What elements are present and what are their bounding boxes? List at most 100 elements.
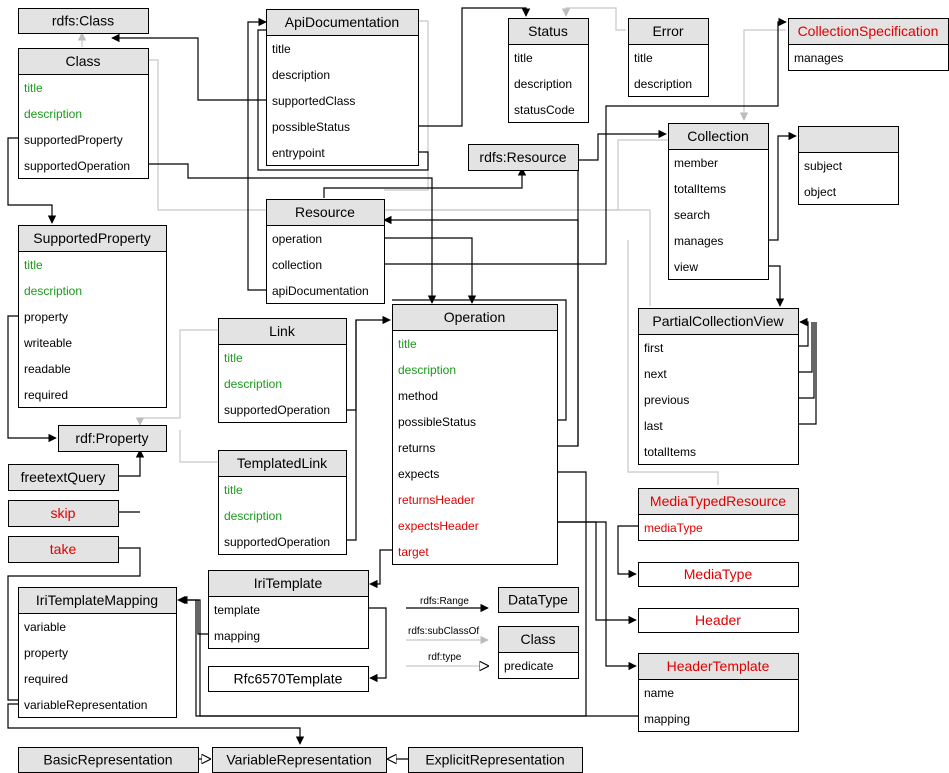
box-property: object: [804, 185, 837, 199]
box-property: property: [24, 646, 68, 660]
box-title: Collection: [687, 128, 748, 144]
box-property: returnsHeader: [398, 493, 475, 507]
box-property: entrypoint: [272, 146, 325, 160]
box-title: Rfc6570Template: [234, 671, 343, 687]
box-header: [18, 8, 149, 34]
box-property: description: [224, 377, 282, 391]
box-header: [668, 123, 769, 150]
box-header: [638, 653, 799, 680]
box-title: rdf:Property: [75, 430, 148, 446]
box-class: ClasstitledescriptionsupportedPropertysu…: [18, 48, 149, 179]
box-frame: [392, 304, 558, 565]
box-property: description: [514, 77, 572, 91]
box-property: title: [398, 337, 417, 351]
box-property: operation: [272, 232, 322, 246]
box-header: [628, 18, 709, 45]
box-header: [8, 536, 119, 563]
box-property: writeable: [23, 336, 72, 350]
box-rdfs-resource: rdfs:Resource: [468, 144, 579, 171]
edge-class-supportedproperty: [7, 137, 57, 224]
edge-headertemplate-mapping: [195, 600, 638, 717]
edge-pcv-previous: [798, 322, 815, 399]
box-property: member: [674, 156, 718, 170]
edge-resource-rdfsresource: [323, 167, 527, 198]
box-property: apiDocumentation: [272, 284, 369, 298]
edge-apidoc-possiblestatus: [418, 7, 531, 127]
box-explicitrep: ExplicitRepresentation: [408, 747, 583, 773]
box-property: required: [24, 388, 68, 402]
box-title: Operation: [444, 309, 505, 325]
box-title: ApiDocumentation: [285, 14, 399, 30]
edge-iritemplate-mapping: [179, 595, 208, 635]
edge-mtr-mediatype: [617, 525, 638, 579]
box-supprop: SupportedPropertytitledescriptionpropert…: [18, 225, 167, 408]
edge-status-error: [561, 7, 626, 31]
edge-apidoc-supportedclass: [111, 33, 266, 101]
edge-apidoc-to-resource: [384, 20, 429, 191]
box-title: rdfs:Class: [52, 13, 114, 29]
box-property: returns: [398, 441, 435, 455]
box-title: rdfs:Resource: [479, 149, 566, 165]
box-header: [212, 747, 387, 773]
box-datatype: DataType: [498, 587, 579, 613]
box-header: [18, 48, 149, 75]
box-property: title: [514, 51, 533, 65]
box-property: title: [224, 351, 243, 365]
box-title: HeaderTemplate: [667, 658, 770, 674]
box-property: title: [272, 42, 291, 56]
box-title: BasicRepresentation: [43, 752, 172, 768]
box-property: search: [674, 208, 710, 222]
box-property: title: [224, 483, 243, 497]
box-title: Status: [528, 23, 568, 39]
edge-tlink-link: [179, 430, 218, 463]
edge-link-supportedoperation: [346, 315, 391, 411]
box-title: skip: [51, 505, 76, 521]
box-skip: skip: [8, 500, 119, 527]
box-property: last: [644, 419, 663, 433]
box-property: title: [634, 51, 653, 65]
box-property: title: [24, 81, 43, 95]
box-mediatype: MediaType: [638, 562, 799, 587]
box-property: name: [644, 686, 674, 700]
box-title: take: [50, 541, 77, 557]
box-property: view: [674, 260, 698, 274]
edge-resource-pcv-gray: [384, 209, 651, 306]
box-header: [208, 570, 369, 597]
edge-pcv-next: [798, 322, 813, 373]
box-property: description: [398, 363, 456, 377]
edge-pcv-first: [798, 317, 809, 347]
edge-collection-manages: [768, 131, 797, 241]
box-property: previous: [644, 393, 689, 407]
box-freetext: freetextQuery: [8, 464, 119, 491]
box-title: VariableRepresentation: [226, 752, 371, 768]
legend-subclass-label: rdfs:subClassOf: [408, 626, 479, 637]
box-header: [18, 747, 199, 773]
box-property: mapping: [214, 629, 260, 643]
box-title: Error: [652, 23, 683, 39]
box-header: [788, 18, 949, 45]
box-title: freetextQuery: [21, 469, 106, 485]
box-property: supportedOperation: [224, 535, 330, 549]
edge-resource-operation: [384, 237, 477, 304]
box-property: variable: [24, 620, 66, 634]
box-itm: IriTemplateMappingvariablepropertyrequir…: [18, 587, 177, 718]
box-property: title: [24, 258, 43, 272]
edge-operation-possiblestatus: [392, 299, 567, 421]
box-property: supportedProperty: [24, 133, 123, 147]
box-property: supportedClass: [272, 94, 355, 108]
edge-operation-returns: [383, 215, 579, 447]
box-property: possibleStatus: [398, 415, 476, 429]
box-header: [266, 199, 385, 226]
box-property: description: [272, 68, 330, 82]
edge-operation-target: [369, 549, 392, 589]
box-property: manages: [674, 234, 723, 248]
box-property: possibleStatus: [272, 120, 350, 134]
box-frame: [18, 225, 167, 408]
box-property: template: [214, 603, 260, 617]
edge-pcv-last: [798, 322, 817, 425]
edge-collection-view: [768, 265, 785, 307]
